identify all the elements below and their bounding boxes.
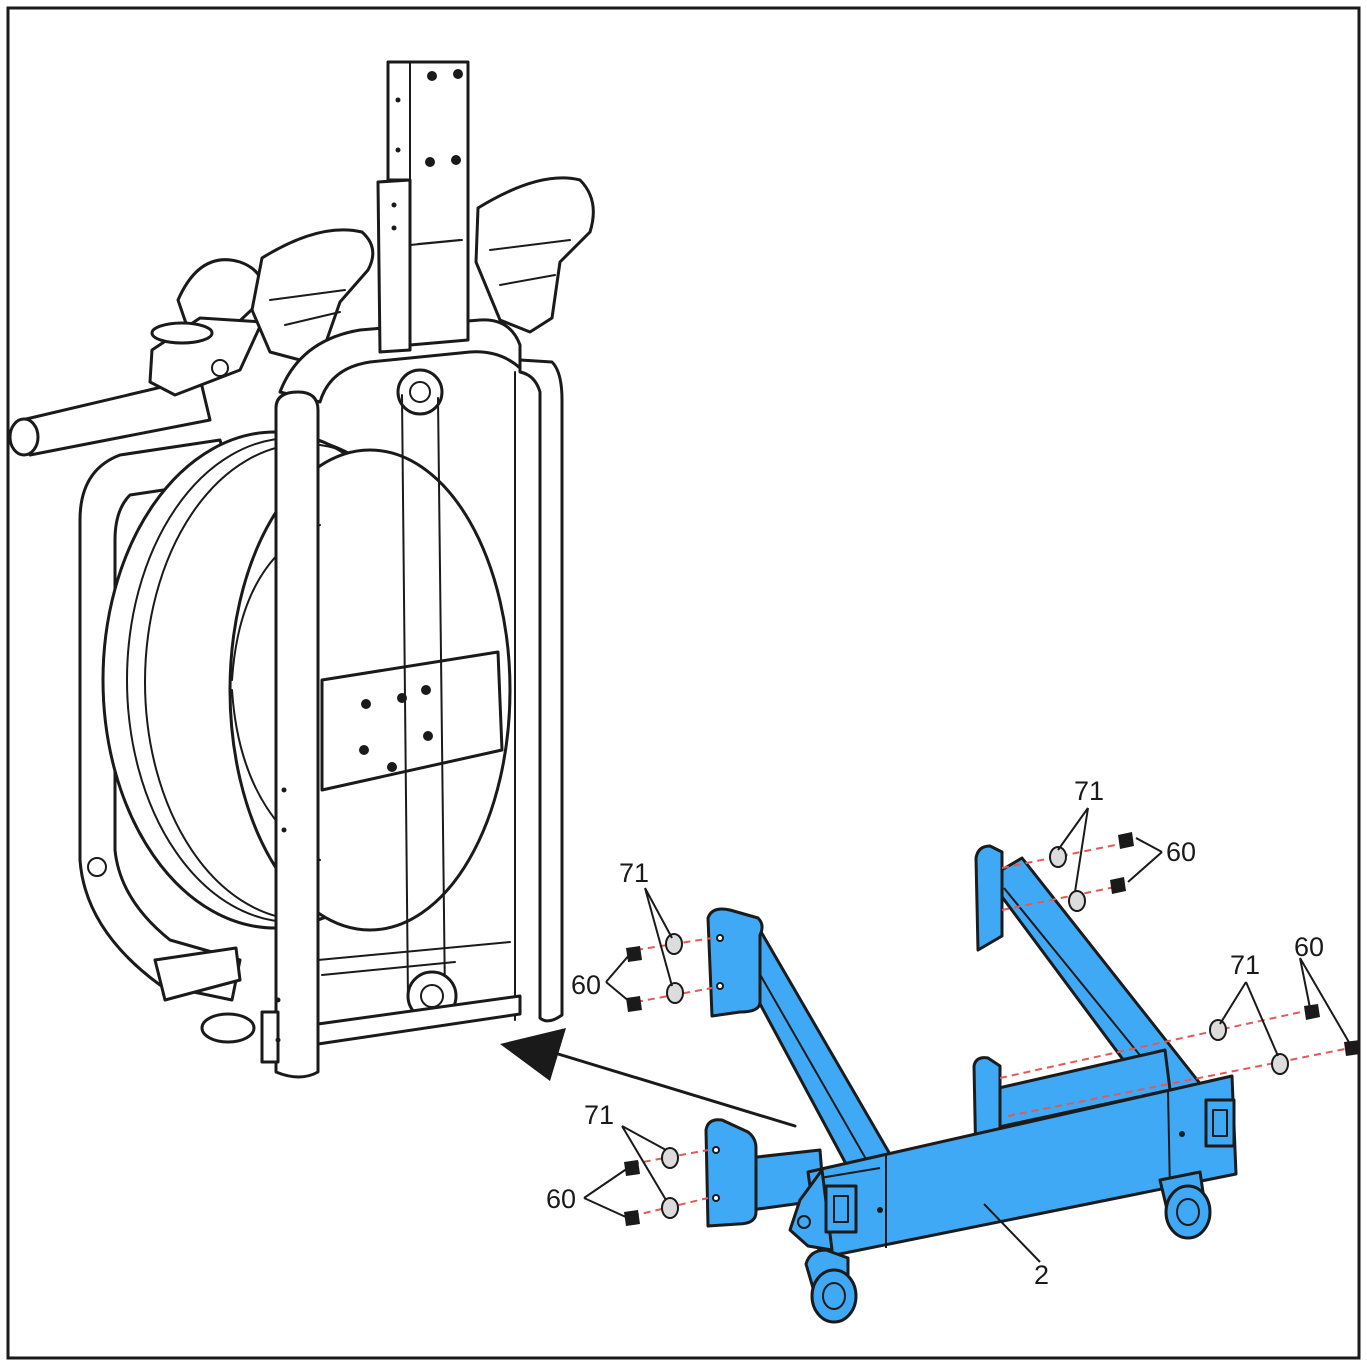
label-washer-top-right: 71	[1074, 776, 1104, 806]
pulley-top	[396, 368, 446, 1001]
bolt-60-g	[624, 1160, 640, 1176]
label-washer-mid-left: 71	[619, 858, 649, 888]
hardware-top-right	[1001, 832, 1134, 912]
bolt-60-b	[1110, 877, 1126, 894]
hardware-mid-right	[999, 1004, 1360, 1117]
label-bolt-bottom-right: 60	[1294, 932, 1324, 962]
washer-71-g	[661, 1147, 679, 1169]
bolt-60-d	[1344, 1040, 1360, 1056]
footrest-left	[250, 228, 375, 362]
bolt-60-c	[1304, 1004, 1320, 1020]
callout-leaders	[583, 807, 1351, 1263]
upright-post	[376, 60, 470, 354]
footrest-right	[474, 176, 595, 334]
label-bolt-mid-left: 60	[571, 970, 601, 1000]
bolt-60-h	[624, 1210, 640, 1226]
wheel-right	[1158, 1170, 1212, 1240]
diagram-border	[6, 6, 1361, 1360]
arrow-left-icon	[500, 1028, 797, 1128]
hardware-mid-left	[626, 933, 713, 1012]
handlebar	[8, 376, 212, 457]
wheel-left	[804, 1248, 858, 1324]
label-bolt-bottom-left: 60	[546, 1184, 576, 1214]
hardware-bottom-left	[624, 1147, 709, 1226]
washer-71-b	[1068, 890, 1086, 912]
label-bolt-top-right: 60	[1166, 837, 1196, 867]
washer-71-e	[665, 933, 683, 955]
bolt-60-e	[626, 946, 642, 962]
washer-71-a	[1049, 846, 1067, 868]
callout-labels: 71 60 71 60 71 60 71 60 2	[546, 776, 1324, 1290]
washer-71-h	[661, 1197, 679, 1219]
rower-main-unit	[8, 60, 595, 1079]
label-washer-bottom-right: 71	[1230, 950, 1260, 980]
bolt-60-a	[1118, 832, 1134, 849]
washer-71-d	[1271, 1053, 1289, 1075]
label-washer-bottom-left: 71	[584, 1100, 614, 1130]
washer-71-f	[666, 982, 684, 1004]
washer-71-c	[1209, 1019, 1227, 1041]
seat-assembly	[148, 258, 265, 397]
base-frame	[704, 844, 1238, 1324]
bolt-60-f	[626, 996, 642, 1012]
label-base-frame: 2	[1034, 1260, 1049, 1290]
